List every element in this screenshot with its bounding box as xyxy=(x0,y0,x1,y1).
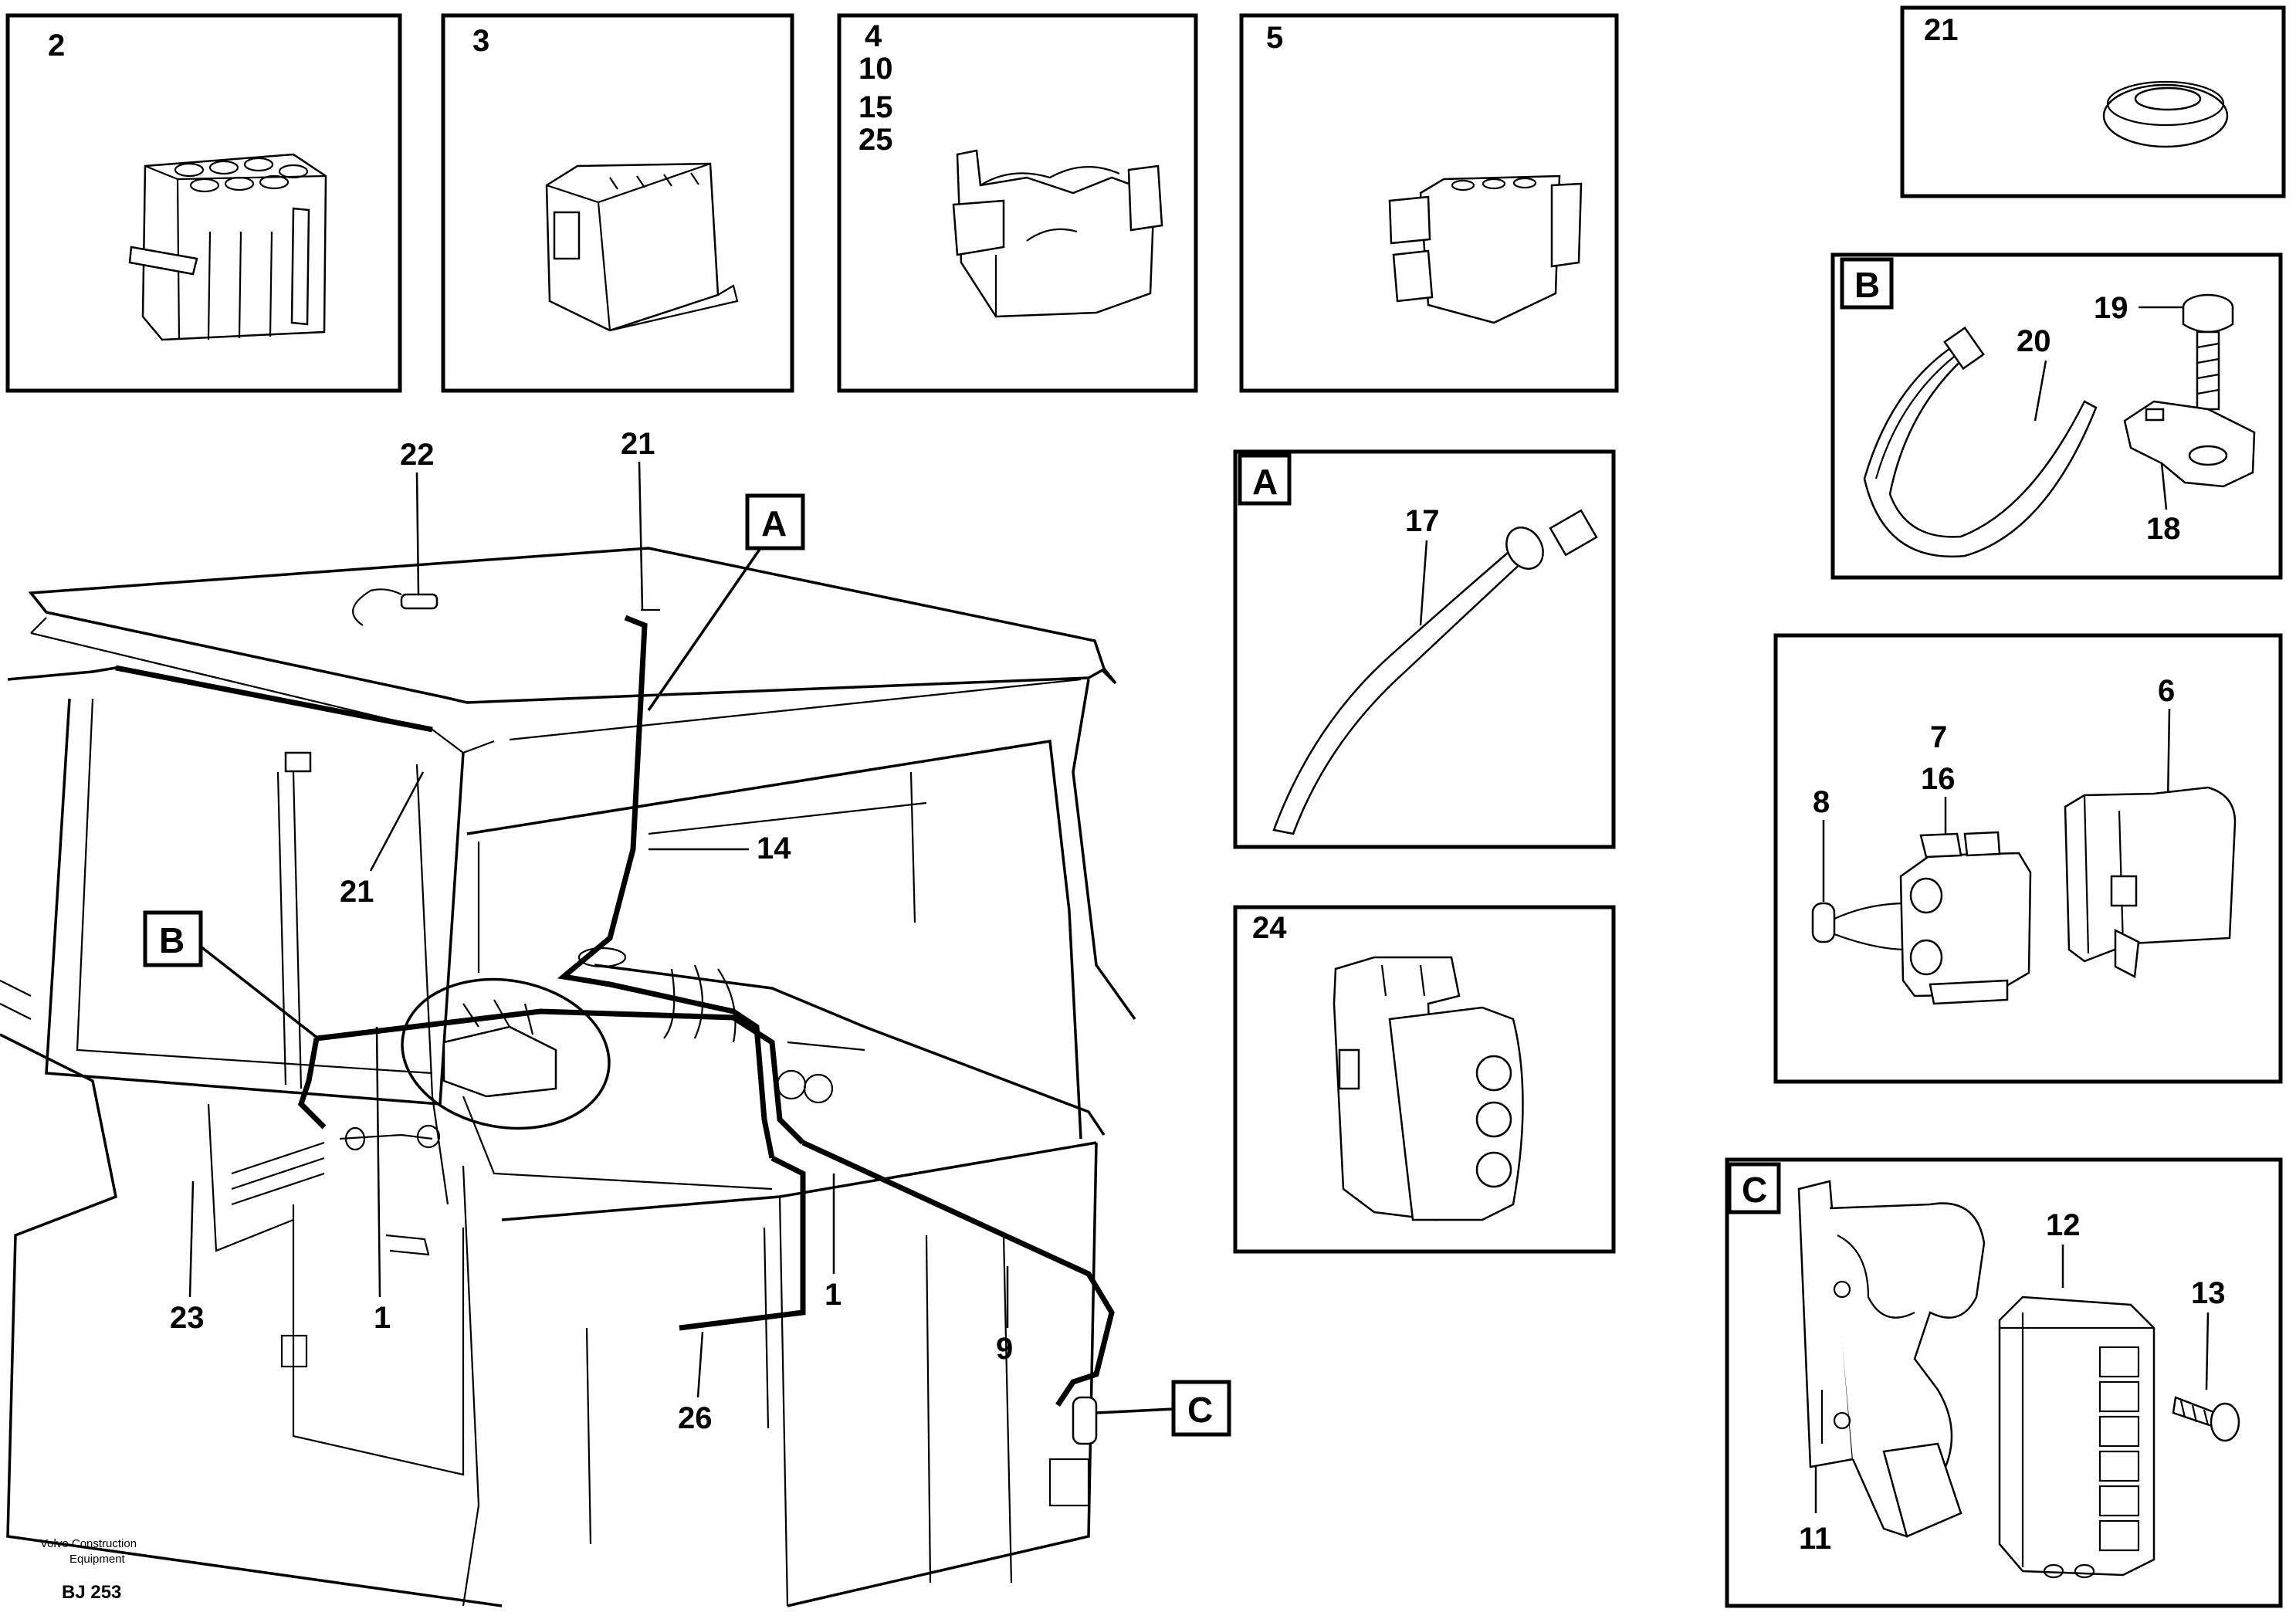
label-8: 8 xyxy=(1813,785,1830,819)
pin-part-8 xyxy=(1811,902,1908,951)
callout-B-letter: B xyxy=(159,920,185,960)
label-12: 12 xyxy=(2046,1208,2081,1242)
label-1-right: 1 xyxy=(825,1278,842,1312)
label-19: 19 xyxy=(2094,291,2128,325)
footer: Volvo Construction Equipment BJ 253 xyxy=(40,1537,137,1603)
label-23: 23 xyxy=(170,1301,205,1335)
clamp-part-18 xyxy=(2123,400,2256,488)
label-16: 16 xyxy=(1921,762,1956,796)
connector-part-5 xyxy=(1388,174,1583,324)
connector-part-3 xyxy=(545,162,739,332)
label-5: 5 xyxy=(1266,21,1283,55)
footer-company-line2: Equipment xyxy=(69,1553,126,1566)
label-3: 3 xyxy=(472,24,489,58)
relay-part-12 xyxy=(1998,1296,2155,1579)
box-A-letter: A xyxy=(1252,462,1278,502)
connector-part-24 xyxy=(1333,956,1524,1221)
label-15: 15 xyxy=(858,90,893,124)
wiring-harness xyxy=(115,615,1115,1445)
detail-box-A: A 17 xyxy=(1233,449,1616,849)
cab-illustration xyxy=(0,547,1136,1607)
cable-tie-part-17 xyxy=(1272,509,1598,835)
callout-C xyxy=(1171,1380,1231,1437)
connector-part-2 xyxy=(128,153,327,341)
detail-box-21: 21 xyxy=(1900,5,2286,198)
footer-company-line1: Volvo Construction xyxy=(40,1537,137,1550)
label-10: 10 xyxy=(858,52,893,86)
label-25: 25 xyxy=(858,123,893,157)
housing-part-6 xyxy=(2064,786,2237,978)
footer-code: BJ 253 xyxy=(62,1582,121,1603)
label-18: 18 xyxy=(2146,512,2181,546)
detail-box-B: B 19 20 18 xyxy=(1830,252,2283,580)
detail-box-5: 5 xyxy=(1239,13,1619,393)
detail-box-C: C 12 13 11 xyxy=(1725,1157,2283,1608)
grommet-part-21 xyxy=(2102,80,2229,148)
label-24: 24 xyxy=(1252,911,1287,945)
label-1-left: 1 xyxy=(374,1301,391,1335)
box-C-letter: C xyxy=(1742,1170,1767,1210)
detail-box-6-7-8-16: 6 7 16 8 xyxy=(1773,633,2283,1084)
label-13: 13 xyxy=(2191,1276,2226,1310)
label-11: 11 xyxy=(1799,1522,1831,1556)
housing-part-7-16 xyxy=(1899,831,2032,1005)
cable-tie-part-20 xyxy=(1863,326,2098,558)
screw-part-19 xyxy=(2182,293,2234,411)
label-22: 22 xyxy=(400,438,435,472)
label-21-box: 21 xyxy=(1924,13,1959,47)
detail-box-4-10-15-25: 4 10 15 25 xyxy=(837,13,1198,393)
callout-B xyxy=(143,910,203,967)
callout-A xyxy=(745,493,805,550)
label-2: 2 xyxy=(48,29,65,63)
main-labels: 22 21 21 14 1 1 23 9 26 A B C xyxy=(143,427,1231,1437)
label-17: 17 xyxy=(1405,504,1440,538)
bracket-part-11 xyxy=(1797,1180,1986,1538)
label-6: 6 xyxy=(2158,674,2175,708)
detail-box-3: 3 xyxy=(441,13,794,393)
label-21-left: 21 xyxy=(340,875,374,909)
label-14: 14 xyxy=(757,832,791,865)
callout-C-letter: C xyxy=(1187,1390,1213,1430)
label-7: 7 xyxy=(1930,720,1947,754)
detail-box-2: 2 xyxy=(5,13,402,393)
detail-box-24: 24 xyxy=(1233,905,1616,1254)
box-B-letter: B xyxy=(1854,265,1880,305)
label-9: 9 xyxy=(996,1332,1013,1366)
connector-part-4 xyxy=(952,149,1163,318)
label-21-top: 21 xyxy=(621,427,655,461)
label-26: 26 xyxy=(678,1401,713,1435)
screw-part-13 xyxy=(2172,1396,2240,1442)
label-20: 20 xyxy=(2017,324,2051,358)
callout-A-letter: A xyxy=(761,503,787,544)
label-4: 4 xyxy=(865,19,882,53)
